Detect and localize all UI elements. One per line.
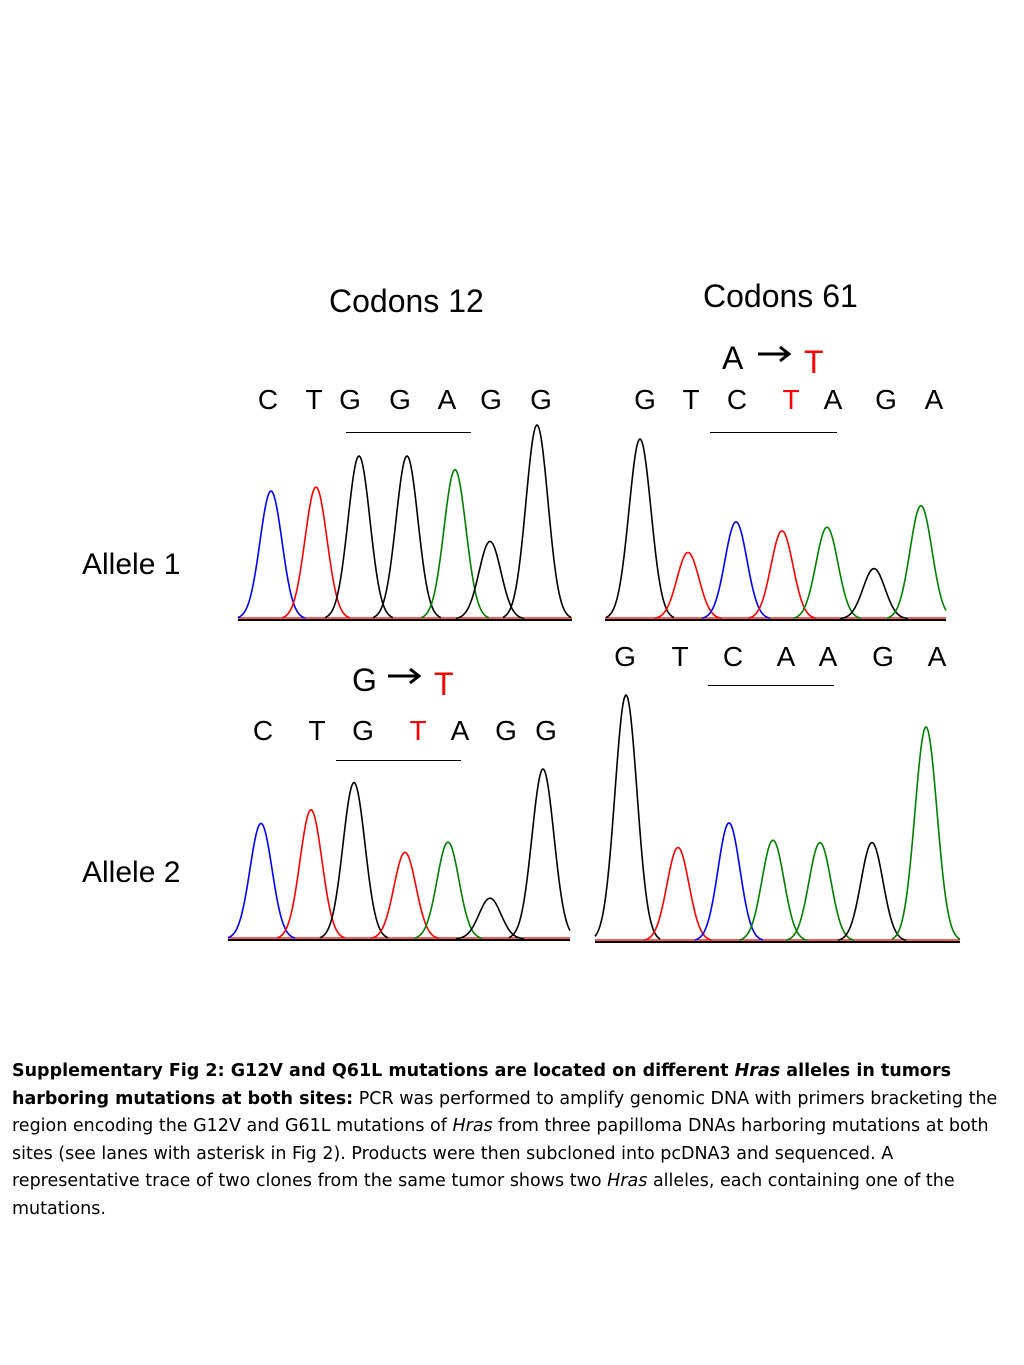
sequence-base: T <box>409 715 427 746</box>
mutation-from-base: G <box>352 662 377 698</box>
caption-text-1: PCR was performed to amplify genomic DNA… <box>12 1088 998 1137</box>
allele2-label: Allele 2 <box>82 856 181 889</box>
sequence-base: G <box>530 384 552 415</box>
caption-bold-1: Supplementary Fig 2: G12V and Q61L mutat… <box>12 1061 735 1081</box>
trace-peak-a <box>413 841 483 939</box>
caption-italic-1: Hras <box>452 1116 493 1136</box>
trace-peak-g <box>605 438 675 619</box>
trace-peak-g <box>837 841 907 941</box>
sequence-base: A <box>776 641 796 672</box>
sequence-base: G <box>872 641 894 672</box>
codon12-title: Codons 12 <box>329 283 484 319</box>
sequence-base: T <box>308 715 326 746</box>
right-arrow-icon <box>388 667 422 685</box>
trace-peak-g <box>502 423 572 619</box>
sequence-base: T <box>682 384 700 415</box>
sequence-base: C <box>252 715 274 746</box>
trace-peak-a <box>738 839 808 941</box>
trace-peak-g <box>455 540 525 620</box>
sequence-base: G <box>389 384 411 415</box>
allele1-label: Allele 1 <box>82 548 181 581</box>
sequence-base: G <box>875 384 897 415</box>
sequence-base: A <box>927 641 947 672</box>
codon-underline <box>708 685 834 686</box>
caption-bold-2: alleles in tumors harboring mutations at… <box>12 1061 951 1109</box>
chromatogram-a1-c61 <box>605 438 947 621</box>
sequence-base: G <box>614 641 636 672</box>
chromatogram-a1-c12 <box>237 423 572 621</box>
trace-peak-c <box>701 520 771 619</box>
caption-bold-italic: Hras <box>734 1061 781 1081</box>
trace-peak-a <box>886 504 947 619</box>
caption-text-3: alleles, each containing one of the muta… <box>12 1171 955 1219</box>
sequence-base: G <box>339 384 361 415</box>
sequence-base: T <box>782 384 800 415</box>
trace-peak-t <box>281 486 351 619</box>
trace-peak-t <box>370 851 440 940</box>
trace-peak-c <box>227 822 296 939</box>
sequence-base: G <box>352 715 374 746</box>
trace-peak-g <box>324 455 394 619</box>
chromatogram-a2-c61 <box>594 693 961 943</box>
sequence-base: C <box>257 384 279 415</box>
sequence-base: T <box>305 384 323 415</box>
sequence-base: A <box>437 384 457 415</box>
sequence-base: C <box>722 641 744 672</box>
sequence-base: A <box>818 641 838 672</box>
trace-peak-a <box>785 841 855 941</box>
caption-text-2: from three papilloma DNAs harboring muta… <box>12 1116 989 1191</box>
codon61-title: Codons 61 <box>703 278 858 314</box>
trace-peak-t <box>653 551 723 620</box>
trace-peak-a <box>891 725 961 940</box>
trace-peak-g <box>319 781 389 939</box>
trace-peak-g <box>508 768 571 939</box>
sequence-base: C <box>726 384 748 415</box>
trace-peak-t <box>276 808 346 939</box>
right-arrow-icon <box>758 345 792 363</box>
sequence-base: G <box>495 715 517 746</box>
mutation-to-base: T <box>804 344 824 380</box>
sequence-base: G <box>634 384 656 415</box>
trace-peak-a <box>792 526 862 619</box>
codon-underline <box>336 760 461 761</box>
mutation-from-base: A <box>722 340 744 376</box>
caption-italic-2: Hras <box>607 1171 648 1191</box>
sequence-base: A <box>924 384 944 415</box>
sequence-base: A <box>450 715 470 746</box>
trace-peak-a <box>420 468 490 619</box>
trace-peak-g <box>594 693 661 940</box>
sequence-base: T <box>671 641 689 672</box>
figure-caption: Supplementary Fig 2: G12V and Q61L mutat… <box>12 1058 1012 1223</box>
trace-peak-g <box>372 455 442 619</box>
codon-underline <box>710 432 837 433</box>
sequence-base: A <box>823 384 843 415</box>
sequence-base: G <box>480 384 502 415</box>
sequence-base: G <box>535 715 557 746</box>
codon-underline <box>346 432 471 433</box>
chromatogram-a2-c12 <box>227 768 571 941</box>
mutation-to-base: T <box>434 666 454 702</box>
trace-peak-t <box>643 846 713 941</box>
trace-peak-g <box>839 567 909 620</box>
